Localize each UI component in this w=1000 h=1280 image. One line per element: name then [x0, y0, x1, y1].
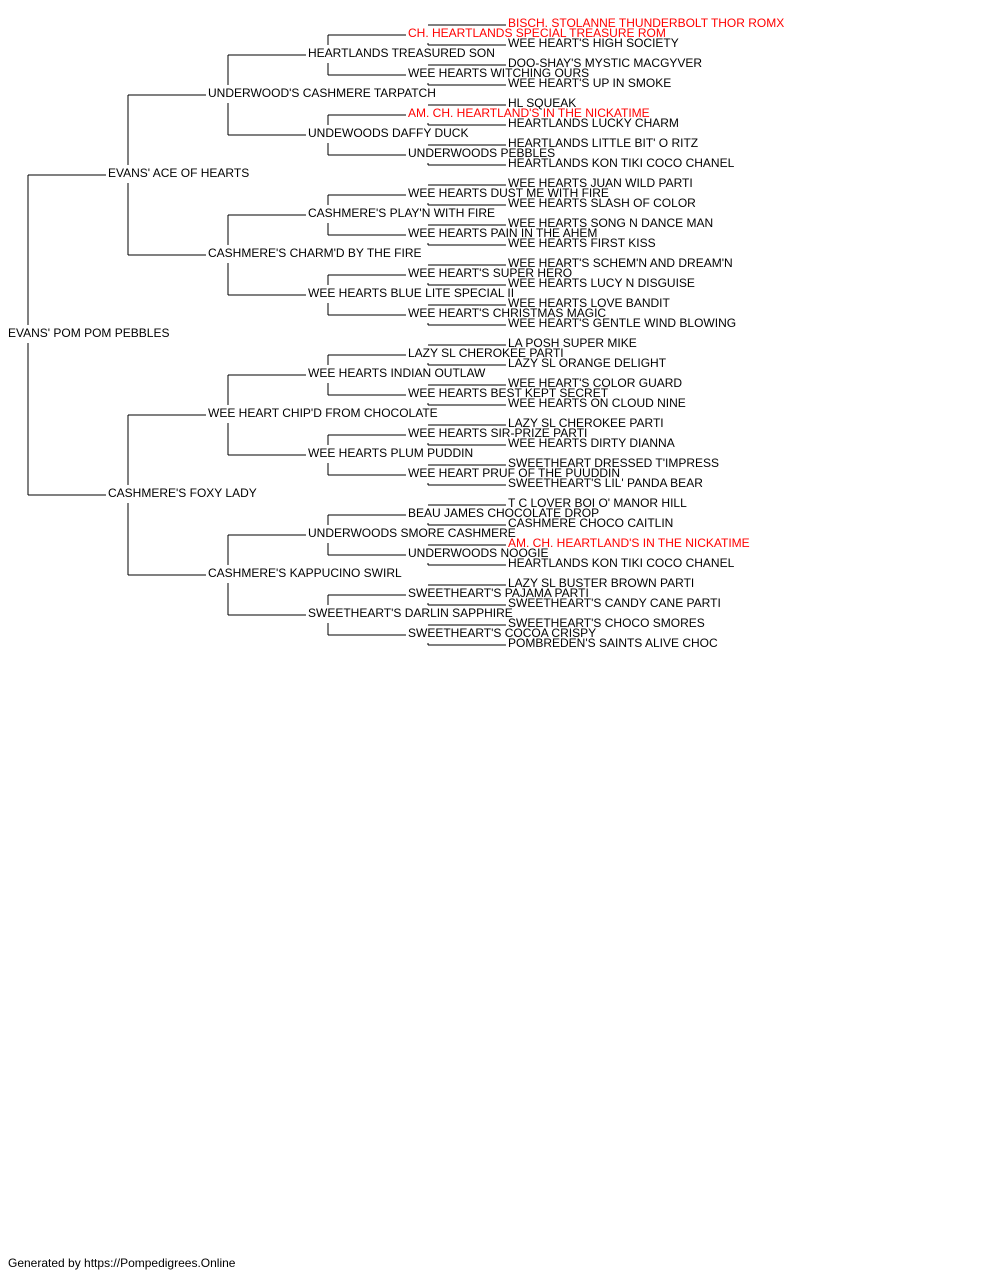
dog-name-root-d-d-d-s: SWEETHEART'S PAJAMA PARTI [408, 586, 589, 600]
dog-name-root-d-s-d-d-s: SWEETHEART DRESSED T'IMPRESS [508, 456, 719, 470]
dog-name-root-d-s-s-d-d: WEE HEARTS ON CLOUD NINE [508, 396, 686, 410]
dog-name-root-d-s-s-s: LAZY SL CHEROKEE PARTI [408, 346, 564, 360]
dog-name-root-s-d-s-d-s: WEE HEARTS SONG N DANCE MAN [508, 216, 713, 230]
dog-name-root-s-s-d-d-s: HEARTLANDS LITTLE BIT' O RITZ [508, 136, 698, 150]
dog-name-root-d-d-s: UNDERWOODS SMORE CASHMERE [308, 526, 516, 540]
dog-name-root-d-s-d: WEE HEARTS PLUM PUDDIN [308, 446, 473, 460]
dog-name-root-s-s-s: HEARTLANDS TREASURED SON [308, 46, 495, 60]
dog-name-root-s-d-d-s-d: WEE HEARTS LUCY N DISGUISE [508, 276, 695, 290]
dog-name-root-s-d-s-d-d: WEE HEARTS FIRST KISS [508, 236, 656, 250]
dog-name-root-d-d-s-d-s: AM. CH. HEARTLAND'S IN THE NICKATIME [508, 536, 750, 550]
dog-name-root-d: CASHMERE'S FOXY LADY [108, 486, 257, 500]
dog-name-root-d-d-s-s-d: CASHMERE CHOCO CAITLIN [508, 516, 673, 530]
dog-name-root-s-d-d: WEE HEARTS BLUE LITE SPECIAL II [308, 286, 514, 300]
dog-name-root-s-s-s-s: CH. HEARTLANDS SPECIAL TREASURE ROM [408, 26, 666, 40]
dog-name-root-s: EVANS' ACE OF HEARTS [108, 166, 249, 180]
dog-name-root-d-d-d-d: SWEETHEART'S COCOA CRISPY [408, 626, 596, 640]
dog-name-root-s-s-d-d: UNDERWOODS PEBBLES [408, 146, 555, 160]
dog-name-root-s-d-s: CASHMERE'S PLAY'N WITH FIRE [308, 206, 495, 220]
dog-name-root-s-d-d-s-s: WEE HEART'S SCHEM'N AND DREAM'N [508, 256, 733, 270]
dog-name-root-d-s-d-d-d: SWEETHEART'S LIL' PANDA BEAR [508, 476, 703, 490]
dog-name-root-d-d-s-s-s: T C LOVER BOI O' MANOR HILL [508, 496, 687, 510]
dog-name-root-s-s-s-d-d: WEE HEART'S UP IN SMOKE [508, 76, 671, 90]
dog-name-root-d-d-s-d: UNDERWOODS NOOGIE [408, 546, 548, 560]
dog-name-root-s-s-d-s: AM. CH. HEARTLAND'S IN THE NICKATIME [408, 106, 650, 120]
dog-name-root-s-d-d-d-s: WEE HEARTS LOVE BANDIT [508, 296, 670, 310]
dog-name-root-d-s-s-s-d: LAZY SL ORANGE DELIGHT [508, 356, 667, 370]
dog-name-root-s-s: UNDERWOOD'S CASHMERE TARPATCH [208, 86, 436, 100]
dog-name-root-s-d-d-s: WEE HEART'S SUPER HERO [408, 266, 572, 280]
dog-name-root-d-d-d-s-s: LAZY SL BUSTER BROWN PARTI [508, 576, 694, 590]
dog-name-root-s-d-s-s-d: WEE HEARTS SLASH OF COLOR [508, 196, 696, 210]
dog-name-root-s-d-d-d-d: WEE HEART'S GENTLE WIND BLOWING [508, 316, 736, 330]
dog-name-root-s-d-s-s: WEE HEARTS DUST ME WITH FIRE [408, 186, 609, 200]
dog-name-root-s-s-d-s-s: HL SQUEAK [508, 96, 576, 110]
dog-name-root-d-s-s-s-s: LA POSH SUPER MIKE [508, 336, 637, 350]
dog-name-root-s-s-s-s-s: BISCH. STOLANNE THUNDERBOLT THOR ROMX [508, 16, 784, 30]
dog-name-root-s-d-d-d: WEE HEART'S CHRISTMAS MAGIC [408, 306, 606, 320]
dog-name-root-d-s-s: WEE HEARTS INDIAN OUTLAW [308, 366, 486, 380]
dog-name-root-d-s-d-s-s: LAZY SL CHEROKEE PARTI [508, 416, 664, 430]
dog-name-root-d-s-s-d: WEE HEARTS BEST KEPT SECRET [408, 386, 609, 400]
dog-name-root-d-d-s-s: BEAU JAMES CHOCOLATE DROP [408, 506, 599, 520]
dog-name-root-d-d-d-d-d: POMBREDEN'S SAINTS ALIVE CHOC [508, 636, 718, 650]
dog-name-root-s-s-s-d: WEE HEARTS WITCHING OURS [408, 66, 589, 80]
generated-by-footer: Generated by https://Pompedigrees.Online [8, 1256, 236, 1270]
dog-name-root-s-s-s-s-d: WEE HEART'S HIGH SOCIETY [508, 36, 679, 50]
dog-name-root-d-s-d-s: WEE HEARTS SIR-PRIZE PARTI [408, 426, 587, 440]
dog-name-root-d-d-d: SWEETHEART'S DARLIN SAPPHIRE [308, 606, 513, 620]
dog-name-root-d-d-d-s-d: SWEETHEART'S CANDY CANE PARTI [508, 596, 721, 610]
dog-name-root-s-d-s-d: WEE HEARTS PAIN IN THE AHEM [408, 226, 597, 240]
dog-name-root-s-s-d-d-d: HEARTLANDS KON TIKI COCO CHANEL [508, 156, 735, 170]
dog-name-root-d-d: CASHMERE'S KAPPUCINO SWIRL [208, 566, 402, 580]
dog-name-root-d-d-d-d-s: SWEETHEART'S CHOCO SMORES [508, 616, 705, 630]
dog-name-root-s-s-d: UNDEWOODS DAFFY DUCK [308, 126, 468, 140]
dog-name-root-d-s: WEE HEART CHIP'D FROM CHOCOLATE [208, 406, 438, 420]
dog-name-root-s-d: CASHMERE'S CHARM'D BY THE FIRE [208, 246, 422, 260]
dog-name-root-s-d-s-s-s: WEE HEARTS JUAN WILD PARTI [508, 176, 693, 190]
dog-name-root-d-s-d-s-d: WEE HEARTS DIRTY DIANNA [508, 436, 675, 450]
dog-name-root-s-s-s-d-s: DOO-SHAY'S MYSTIC MACGYVER [508, 56, 702, 70]
dog-name-root: EVANS' POM POM PEBBLES [8, 326, 169, 340]
dog-name-root-s-s-d-s-d: HEARTLANDS LUCKY CHARM [508, 116, 679, 130]
dog-name-root-d-s-s-d-s: WEE HEART'S COLOR GUARD [508, 376, 682, 390]
dog-name-root-d-d-s-d-d: HEARTLANDS KON TIKI COCO CHANEL [508, 556, 735, 570]
dog-name-root-d-s-d-d: WEE HEART PRUF OF THE PUUDDIN [408, 466, 620, 480]
